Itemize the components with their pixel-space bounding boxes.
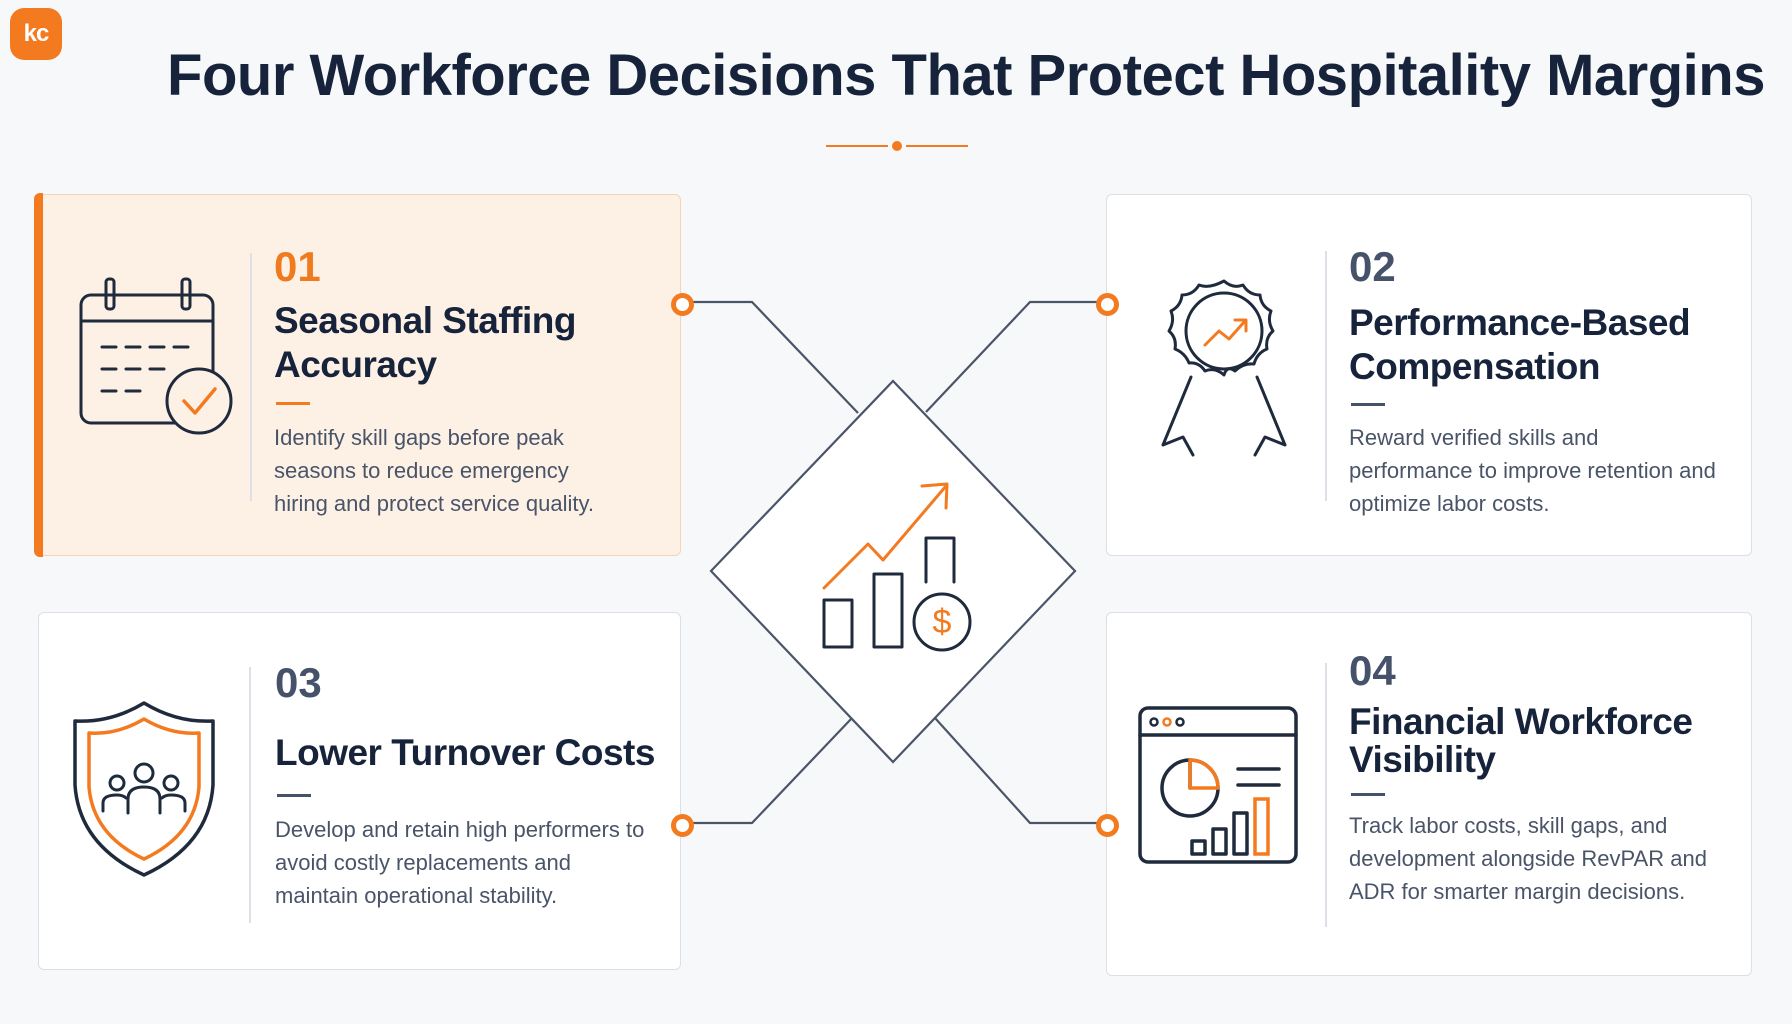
award-badge-icon [1161, 279, 1287, 457]
card-heading-underline [1351, 403, 1385, 406]
card-description: Reward verified skills and performance t… [1349, 425, 1716, 516]
growth-chart-dollar-icon [822, 482, 972, 652]
card-description: Develop and retain high performers to av… [275, 817, 645, 908]
card-heading: Financial Workforce Visibility [1349, 701, 1693, 780]
brand-logo: kc [10, 8, 62, 60]
title-divider [826, 140, 968, 152]
card-heading: Lower Turnover Costs [275, 732, 655, 773]
card-heading-underline [277, 794, 311, 797]
shield-team-icon [73, 701, 215, 877]
dashboard-analytics-icon [1138, 706, 1298, 864]
connector-node-03 [671, 814, 694, 837]
card-lower-turnover: 03 Lower Turnover Costs Develop and reta… [38, 612, 681, 970]
calendar-check-icon [79, 277, 233, 435]
card-number: 04 [1349, 647, 1396, 694]
dollar-sign: $ [933, 603, 952, 641]
card-number: 02 [1349, 243, 1396, 290]
card-heading: Seasonal Staffing Accuracy [274, 300, 576, 385]
connector-node-02 [1096, 293, 1119, 316]
card-heading-underline [1351, 793, 1385, 796]
connector-node-04 [1096, 814, 1119, 837]
card-number: 01 [274, 243, 321, 290]
center-diamond [709, 379, 1077, 764]
card-description: Track labor costs, skill gaps, and devel… [1349, 813, 1707, 904]
card-heading: Performance-Based Compensation [1349, 302, 1691, 387]
card-heading-underline [276, 402, 310, 405]
card-performance-compensation: 02 Performance-Based Compensation Reward… [1106, 194, 1752, 556]
card-accent-bar [34, 193, 43, 557]
card-description: Identify skill gaps before peak seasons … [274, 425, 594, 516]
page-title: Four Workforce Decisions That Protect Ho… [167, 43, 1765, 108]
card-number: 03 [275, 659, 322, 706]
connector-node-01 [671, 293, 694, 316]
card-financial-visibility: 04 Financial Workforce Visibility Track … [1106, 612, 1752, 976]
card-seasonal-staffing: 01 Seasonal Staffing Accuracy Identify s… [34, 193, 681, 557]
